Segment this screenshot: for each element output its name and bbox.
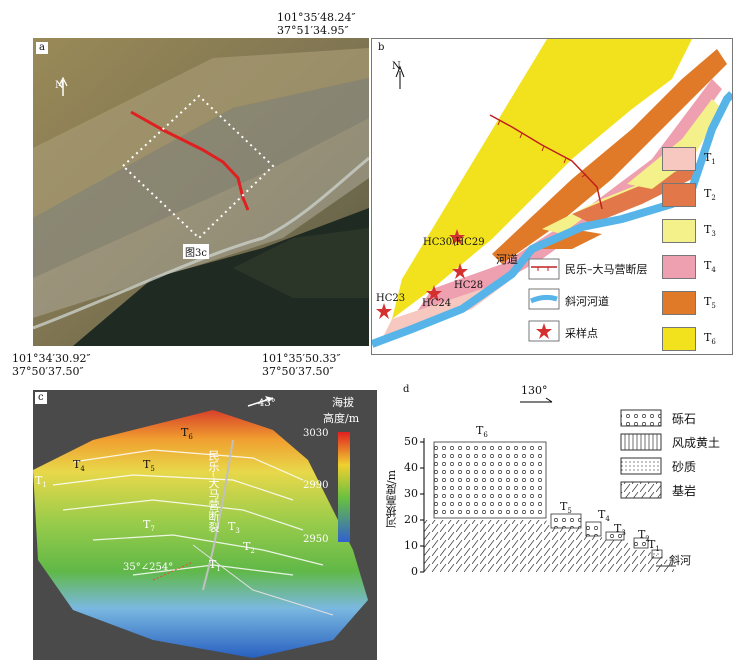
sample-star	[426, 285, 442, 301]
terrace-legend-label: T6	[704, 331, 716, 347]
coord-tr-lon: 101°35′48.24″	[277, 11, 356, 24]
legend-loess: 风成黄土	[672, 436, 721, 450]
panel-b: b N HC30\HC29 HC28 HC24 HC23 河道 民乐–大马营断层…	[371, 38, 733, 355]
sample-star	[452, 263, 468, 279]
angle-label: 43°	[258, 398, 276, 409]
terrace-legend-label: T2	[704, 187, 716, 203]
legend-title-2: 高度/m	[323, 412, 360, 425]
legend-bedrock: 基岩	[672, 484, 697, 498]
terrace-label: T1	[35, 474, 47, 490]
panel-b-letter: b	[375, 42, 388, 54]
legend-sample-label: 采样点	[565, 327, 598, 340]
y-tick-label: 20	[404, 513, 418, 526]
satellite-image	[32, 38, 370, 346]
terrace-label: T3	[228, 520, 240, 536]
coord-bl-lon: 101°34′30.92″	[12, 352, 91, 365]
terrace-swatch	[662, 291, 696, 315]
dip-label: 35°∠254°	[123, 562, 174, 573]
terrace-map	[372, 39, 732, 348]
coord-tr-lat: 37°51′34.95″	[277, 24, 349, 37]
fault-label: 民乐–大马营断裂	[207, 450, 220, 533]
terrace-label: T2	[638, 528, 650, 544]
terrace-swatch	[662, 327, 696, 351]
sample-star	[449, 229, 465, 245]
direction-label: 130°	[521, 384, 548, 397]
panel-c-letter: c	[35, 392, 47, 404]
y-tick-label: 40	[404, 461, 418, 474]
terrace-legend-label: T4	[704, 259, 716, 275]
river-label: 斜河	[669, 554, 691, 567]
elevation-colorbar	[338, 432, 350, 542]
north-label: N	[55, 80, 64, 91]
sample-label-3: HC24	[422, 298, 452, 309]
terrace-label: T5	[143, 458, 155, 474]
coord-br-lat: 37°50′37.50″	[262, 365, 334, 378]
terrace-swatch	[662, 219, 696, 243]
y-tick-label: 0	[411, 565, 418, 578]
tick-top: 3030	[303, 428, 329, 439]
legend-sand: 砂质	[672, 460, 697, 474]
fault-line	[489, 114, 603, 210]
terrace-label: T6	[181, 426, 193, 442]
terrace-label: T4	[598, 508, 610, 524]
terrace-legend-label: T1	[704, 151, 716, 167]
north-label: N	[392, 61, 401, 72]
terrace-label: T5	[560, 500, 572, 516]
terrace-profile	[420, 397, 676, 573]
terrace-label: T4	[73, 458, 85, 474]
terrace-legend-label: T5	[704, 295, 716, 311]
y-tick-label: 10	[404, 539, 418, 552]
sample-label-2: HC28	[454, 280, 484, 291]
terrace-swatch	[662, 183, 696, 207]
terrace-label: T2	[243, 540, 255, 556]
sample-star	[376, 303, 392, 319]
terrace-swatch	[662, 147, 696, 171]
sample-label-1: HC30\HC29	[423, 237, 485, 248]
coord-bl-lat: 37°50′37.50″	[12, 365, 84, 378]
terrace-label: T3	[614, 522, 626, 538]
terrace-label: T1	[209, 558, 221, 574]
coord-br-lon: 101°35′50.33″	[262, 352, 341, 365]
terrace-label: T7	[143, 518, 155, 534]
tick-mid: 2990	[303, 480, 329, 491]
sample-label-4: HC23	[376, 293, 406, 304]
legend-title-1: 海拔	[332, 396, 354, 409]
legend-river-label: 斜河河道	[565, 295, 609, 308]
y-tick-label: 30	[404, 487, 418, 500]
inset-label: 图3c	[183, 244, 209, 259]
legend-gravel: 砾石	[672, 412, 697, 426]
panel-c: c 海拔 高度/m 3030 2990 2950 43° 35°∠254° 民乐…	[33, 390, 377, 660]
legend-fault-label: 民乐–大马营断层	[565, 263, 648, 276]
river-label: 河道	[496, 253, 518, 266]
terrace-label: T1	[648, 538, 660, 554]
dem-3d-view	[33, 396, 368, 658]
tick-bot: 2950	[303, 534, 329, 545]
terrace-label: T6	[476, 424, 488, 440]
river-channel	[372, 91, 732, 348]
panel-a-letter: a	[36, 42, 48, 54]
y-tick-label: 50	[404, 435, 418, 448]
fault-line	[130, 110, 250, 211]
panel-d-letter: d	[400, 384, 413, 396]
panel-a: a N 图3c	[32, 38, 370, 346]
terrace-legend-label: T3	[704, 223, 716, 239]
terrace-swatch	[662, 255, 696, 279]
